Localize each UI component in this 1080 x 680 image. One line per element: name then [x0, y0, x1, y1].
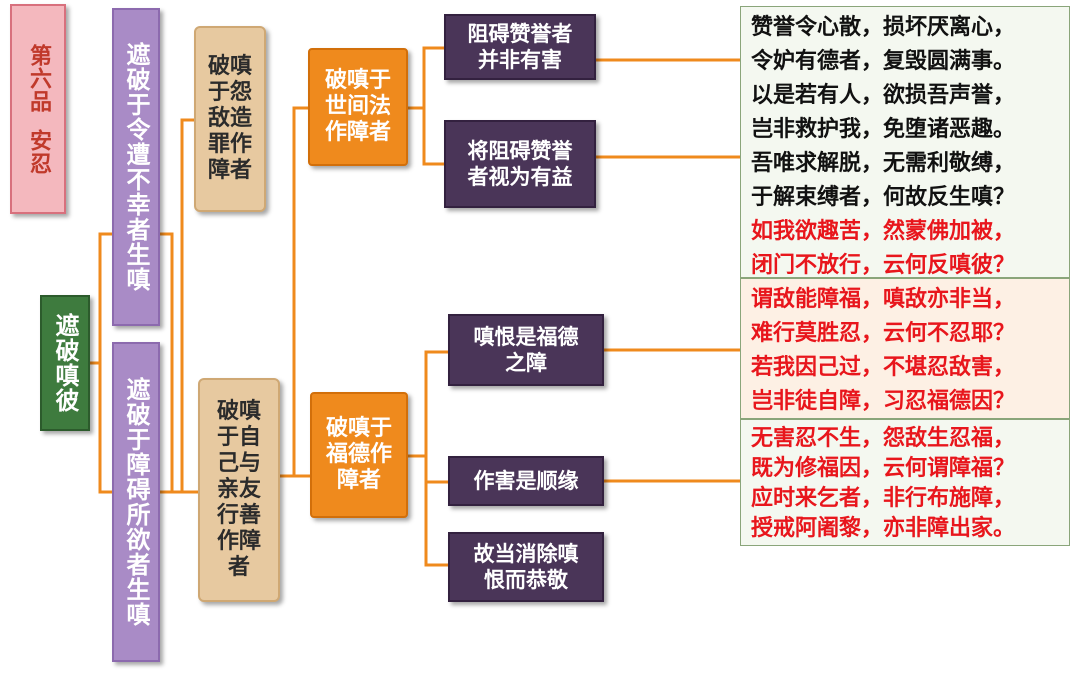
verse-line: 谓敌能障福，嗔敌亦非当， [751, 287, 1016, 312]
leaf-node-2-label: 将阻碍赞誉者视为有益 [467, 139, 573, 189]
verse-line: 若我因己过，不堪忍敌害， [751, 355, 1016, 380]
branch-node-b-label: 遮破于障碍所欲者生嗔 [122, 377, 150, 627]
sub-node-a: 破嗔于怨敌造罪作障者 [194, 26, 266, 212]
branch-node-a: 遮破于令遭不幸者生嗔 [112, 8, 160, 326]
verse-line: 以是若有人，欲损吾声誉， [751, 83, 1016, 108]
verse-block-2: 谓敌能障福，嗔敌亦非当， 难行莫胜忍，云何不忍耶？ 若我因己过，不堪忍敌害， 岂… [740, 278, 1070, 419]
verse-line: 赞誉令心散，损坏厌离心， [751, 15, 1016, 40]
mid-node-a: 破嗔于世间法作障者 [308, 48, 408, 166]
connector-sub-b-mids [280, 106, 308, 478]
sub-node-b: 破嗔于自己与亲友行善作障者 [198, 378, 280, 602]
verse-block-3: 无害忍不生，怨敌生忍福， 既为修福因，云何谓障福？ 应时来乞者，非行布施障， 授… [740, 419, 1070, 546]
verse-line: 闭门不放行，云何反嗔彼？ [751, 253, 1016, 278]
connector-mid-a-leaf2 [422, 108, 444, 166]
connector-mid-b-leaf5 [424, 482, 448, 567]
branch-node-a-label: 遮破于令遭不幸者生嗔 [122, 42, 150, 292]
leaf-node-5: 故当消除嗔恨而恭敬 [448, 532, 604, 602]
verse-line: 岂非徒自障，习忍福德因？ [751, 389, 1016, 414]
connector-mid-a-leaves [408, 46, 444, 110]
leaf-node-4-label: 作害是顺缘 [473, 469, 579, 493]
connector-branches-subs [160, 232, 174, 494]
mid-node-b-label: 破嗔于福德作障者 [325, 416, 392, 493]
branch-node-b: 遮破于障碍所欲者生嗔 [112, 342, 160, 662]
verse-line: 如我欲趣苦，然蒙佛加被， [751, 219, 1016, 244]
root-node-label: 遮破嗔彼 [51, 313, 79, 413]
verse-block-1: 赞誉令心散，损坏厌离心， 令妒有德者，复毁圆满事。 以是若有人，欲损吾声誉， 岂… [740, 6, 1070, 278]
connector-root-branches [90, 232, 112, 365]
chapter-title-line2: 安忍 [26, 128, 51, 175]
verse-line: 授戒阿阇黎，亦非障出家。 [751, 516, 1016, 541]
leaf-node-3: 嗔恨是福德之障 [448, 314, 604, 386]
verse-line: 吾唯求解脱，无需利敬缚， [751, 151, 1016, 176]
leaf-node-5-label: 故当消除嗔恨而恭敬 [473, 542, 579, 592]
root-node: 遮破嗔彼 [40, 295, 90, 431]
verse-line: 令妒有德者，复毁圆满事。 [751, 49, 1016, 74]
connector-to-sub-a [172, 118, 194, 494]
leaf-node-4: 作害是顺缘 [448, 456, 604, 506]
leaf-node-3-label: 嗔恨是福德之障 [473, 325, 579, 375]
verse-line: 既为修福因，云何谓障福？ [751, 456, 1016, 481]
verse-line: 应时来乞者，非行布施障， [751, 486, 1016, 511]
connector-root-branch-b [98, 363, 112, 494]
mid-node-a-label: 破嗔于世间法作障者 [324, 68, 391, 145]
sub-node-b-label: 破嗔于自己与亲友行善作障者 [216, 399, 261, 580]
connector-mid-b-leaf4 [424, 456, 448, 484]
verse-line: 于解束缚者，何故反生嗔？ [751, 185, 1016, 210]
verse-line: 岂非救护我，免堕诸恶趣。 [751, 117, 1016, 142]
mid-node-b: 破嗔于福德作障者 [310, 392, 408, 518]
sub-node-a-label: 破嗔于怨敌造罪作障者 [207, 54, 252, 183]
leaf-node-1: 阻碍赞誉者并非有害 [444, 14, 596, 80]
verse-line: 难行莫胜忍，云何不忍耶？ [751, 321, 1016, 346]
chapter-title: 第六品 安忍 [10, 4, 66, 214]
connector-mid-b-leaves [408, 350, 448, 458]
leaf-node-2: 将阻碍赞誉者视为有益 [444, 120, 596, 208]
chapter-title-line1: 第六品 [26, 43, 51, 113]
verse-line: 无害忍不生，怨敌生忍福， [751, 426, 1016, 451]
leaf-node-1-label: 阻碍赞誉者并非有害 [467, 22, 573, 72]
